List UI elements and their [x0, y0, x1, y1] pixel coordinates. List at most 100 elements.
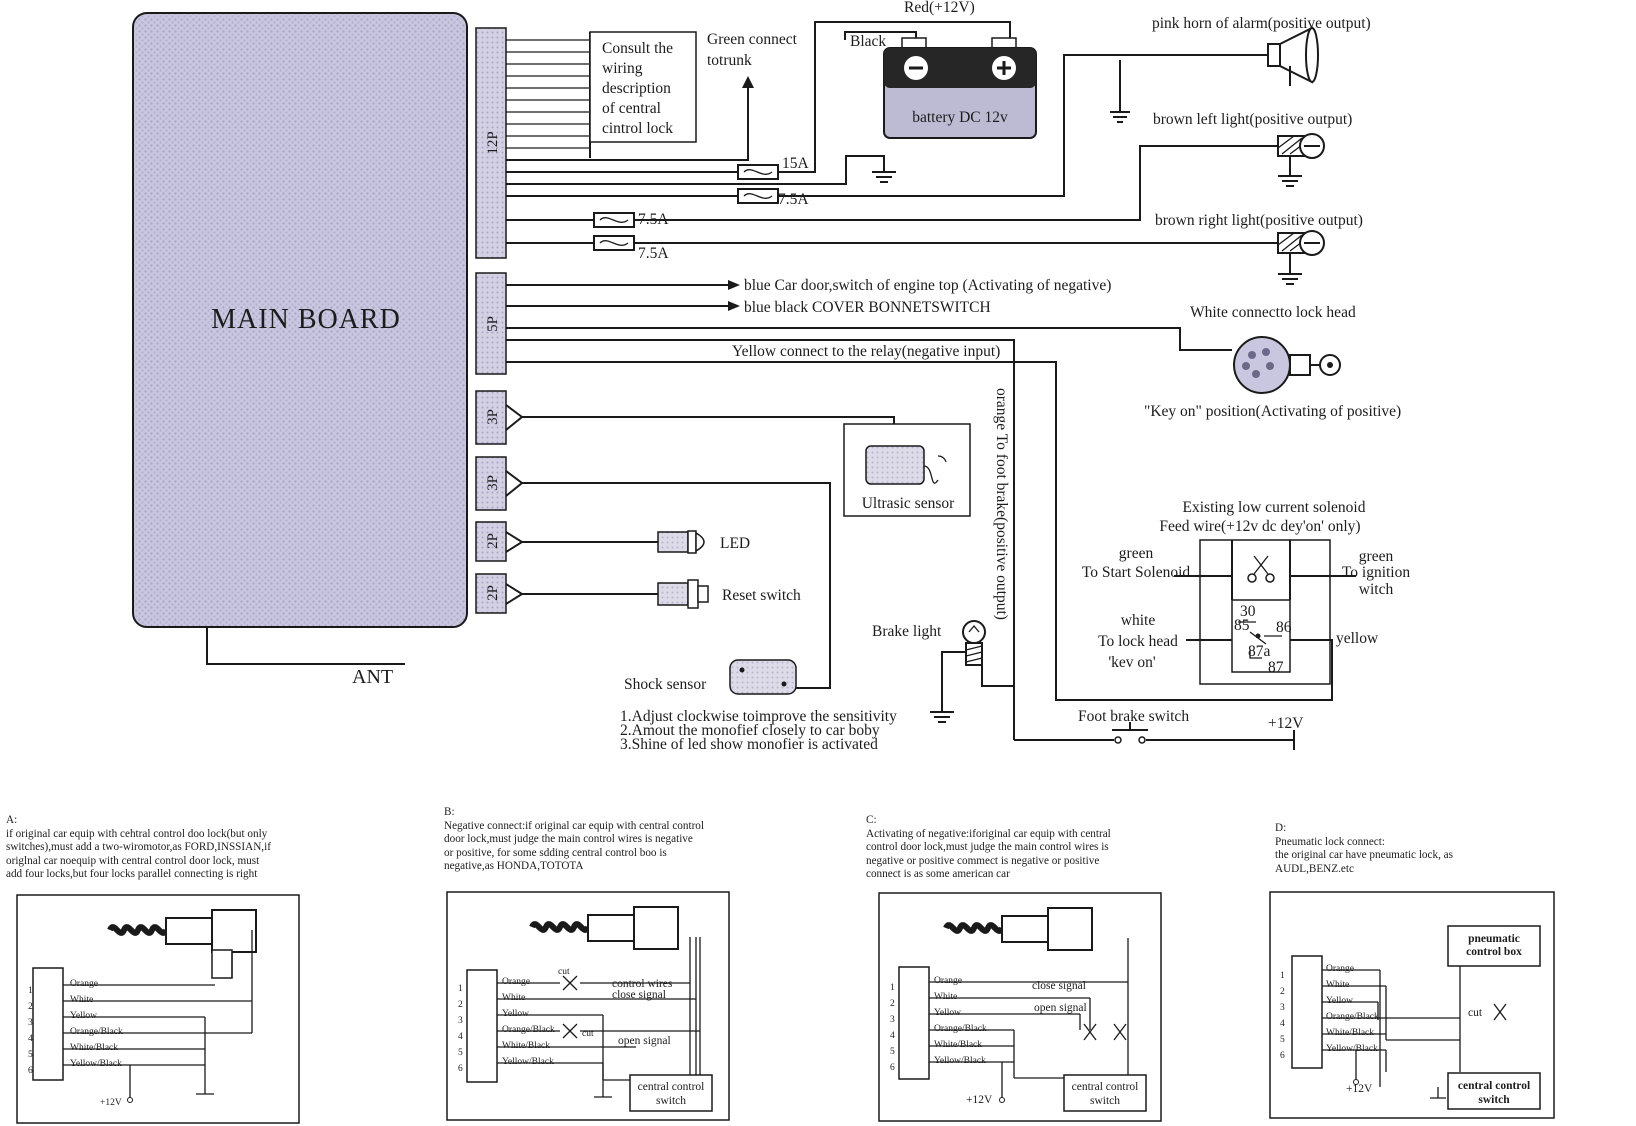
- relay-pin-87: 87: [1268, 659, 1284, 676]
- relay-white-3: 'kev on': [1108, 654, 1156, 671]
- reset-label: Reset switch: [722, 587, 801, 604]
- connector-2p-reset: 2P: [475, 573, 507, 614]
- panel-d-box-1: pneumatic: [1468, 933, 1520, 945]
- reset-switch-icon: Reset switch: [657, 579, 801, 609]
- panel-b-cut-2: cut: [582, 1029, 594, 1039]
- connector-5p: 5P: [475, 272, 507, 375]
- panel-wire-name: Orange: [502, 977, 530, 987]
- panel-pin-number: 4: [458, 1032, 463, 1042]
- panel-wire-name: Yellow/Black: [1326, 1044, 1378, 1054]
- blue-black-bonnet-wire: blue black COVER BONNETSWITCH: [506, 299, 991, 316]
- connector-3p-ultrasonic: 3P: [475, 390, 507, 445]
- scissors-icon-c1: [1083, 1023, 1097, 1041]
- relay-pin-86: 86: [1276, 619, 1292, 636]
- plus12-brake-label: +12V: [1268, 715, 1304, 732]
- panel-pin-number: 3: [28, 1018, 33, 1028]
- panel-pin-number: 6: [458, 1064, 463, 1074]
- fuse-7-5a-horn: 7.5A: [737, 188, 809, 208]
- panel-pin-number: 5: [28, 1050, 33, 1060]
- right-light-wire: 7.5A: [506, 235, 1278, 262]
- left-light-icon: [1277, 133, 1325, 187]
- fuse-7-5a-horn-label: 7.5A: [778, 191, 809, 208]
- right-light-icon: [1277, 230, 1325, 285]
- connector-5p-label: 5P: [485, 316, 501, 332]
- scissors-icon-b1: [562, 975, 578, 991]
- panel-wire-name: White: [934, 992, 957, 1002]
- panel-pin-number: 6: [1280, 1051, 1285, 1061]
- panel-b: cut cut control wires close signal open …: [446, 891, 730, 1121]
- panel-d-note-line: Pneumatic lock connect:: [1275, 835, 1385, 848]
- panel-pin-number: 6: [890, 1063, 895, 1073]
- panel-pin-number: 5: [1280, 1035, 1285, 1045]
- main-board: MAIN BOARD: [132, 12, 468, 628]
- panel-b-cut-1: cut: [558, 967, 570, 977]
- panel-wire-name: Orange/Black: [1326, 1012, 1379, 1022]
- right-light-label: brown right light(positive output): [1155, 212, 1363, 229]
- panel-wire-name: White/Black: [1326, 1028, 1374, 1038]
- panel-c: close signal open signal central control…: [878, 892, 1162, 1122]
- horn-icon: [1110, 26, 1319, 123]
- panel-a-note-line: switches),must add a two-wiromotor,as FO…: [6, 841, 271, 854]
- relay-yellow: yellow: [1336, 630, 1379, 647]
- relay-green-left-1: green: [1119, 545, 1154, 562]
- relay-block: Existing low current solenoid Feed wire(…: [1082, 499, 1410, 685]
- black-ground-wire: Black: [506, 31, 917, 185]
- white-lock-label: White connectto lock head: [1190, 304, 1356, 321]
- left-light-label: brown left light(positive output): [1153, 111, 1352, 128]
- relay-title-2: Feed wire(+12v dc dey'on' only): [1159, 518, 1360, 535]
- panel-a-note-line: A:: [6, 814, 18, 826]
- battery-label: battery DC 12v: [912, 109, 1008, 126]
- ignition-lock-icon: [1233, 336, 1341, 394]
- panel-wire-name: Orange/Black: [502, 1025, 555, 1035]
- consult-box: [589, 31, 697, 143]
- consult-line-5: cintrol lock: [602, 120, 673, 137]
- panel-pin-number: 1: [1280, 971, 1285, 981]
- antenna-label: ANT: [352, 666, 393, 688]
- panel-d-box-2: control box: [1466, 946, 1522, 958]
- door-lock-motor-icon-c: [943, 907, 1093, 951]
- battery: battery DC 12v: [883, 37, 1037, 139]
- connector-3p-shock: 3P: [475, 456, 507, 511]
- panel-pin-number: 2: [1280, 987, 1285, 997]
- panel-wire-name: Orange: [934, 976, 962, 986]
- panel-d-note: D: Pneumatic lock connect: the original …: [1275, 822, 1575, 876]
- horn-wire: 7.5A: [506, 54, 1268, 208]
- connector-12p-label: 12P: [485, 131, 501, 154]
- panel-b-switch-2: switch: [656, 1095, 686, 1107]
- orange-brake-label: orange To foot brake(positive output): [993, 388, 1010, 620]
- panel-wire-name: Yellow: [502, 1009, 529, 1019]
- panel-d-note-line: D:: [1275, 822, 1287, 834]
- connector-3p-ultrasonic-label: 3P: [485, 409, 501, 425]
- panel-c-note: C: Activating of negative:iforiginal car…: [866, 814, 1196, 882]
- panel-pin-number: 4: [28, 1034, 33, 1044]
- connector-2p-led: 2P: [475, 521, 507, 562]
- panel-b-switch-1: central control: [638, 1081, 705, 1093]
- brake-light-label: Brake light: [872, 623, 942, 640]
- panel-wire-name: Yellow: [934, 1008, 961, 1018]
- fuse-7-5a-right-label: 7.5A: [638, 245, 669, 262]
- brake-light-icon: Brake light: [872, 620, 1015, 740]
- foot-brake-label: Foot brake switch: [1078, 708, 1189, 725]
- relay-green-right-2: To ignition: [1342, 564, 1410, 581]
- blue-black-label: blue black COVER BONNETSWITCH: [744, 299, 991, 316]
- connector-2p-reset-label: 2P: [485, 585, 501, 601]
- fuse-15a: 15A: [737, 155, 810, 180]
- ultrasonic-sensor: Ultrasic sensor: [843, 423, 971, 517]
- connector-3p-shock-label: 3P: [485, 475, 501, 491]
- white-lock-head-wire: White connectto lock head: [506, 304, 1356, 351]
- panel-pin-number: 5: [890, 1047, 895, 1057]
- left-light-wire: 7.5A: [506, 145, 1278, 228]
- panel-a-note-line: origlnal car noequip with central contro…: [6, 854, 260, 867]
- panel-b-note-line: Negative connect:if original car equip w…: [444, 819, 705, 832]
- panel-c-note-line: connect is as some american car: [866, 868, 1010, 881]
- panel-c-note-line: C:: [866, 814, 877, 826]
- sensitivity-note-2: 2.Amout the monofief closely to car boby: [620, 722, 880, 739]
- relay-green-right-1: green: [1359, 548, 1394, 565]
- panel-pin-number: 3: [458, 1016, 463, 1026]
- panel-c-switch-2: switch: [1090, 1095, 1120, 1107]
- panel-c-open: open signal: [1034, 1002, 1087, 1014]
- panel-pin-number: 1: [890, 983, 895, 993]
- panel-d: pneumatic control box cut central contro…: [1269, 891, 1555, 1119]
- relay-green-left-2: To Start Solenoid: [1082, 564, 1191, 581]
- panel-pin-number: 2: [28, 1002, 33, 1012]
